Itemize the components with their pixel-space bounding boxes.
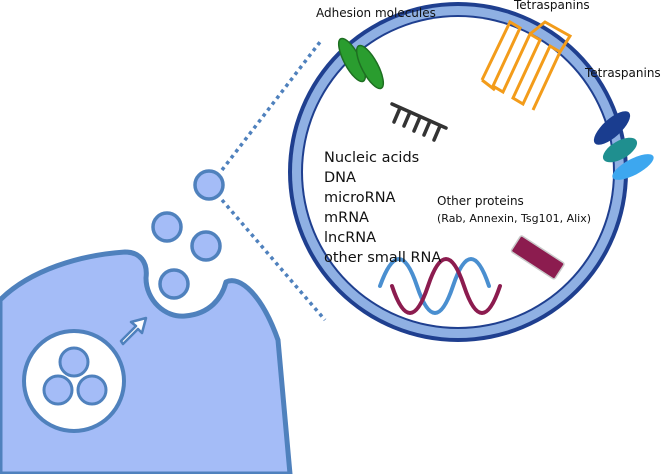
- tetraspanin-receptor-icon: [593, 111, 654, 180]
- other-proteins-title: Other proteins: [437, 194, 524, 208]
- tetraspanin-icon: [480, 19, 573, 111]
- release-arrow-icon: [119, 316, 148, 346]
- multivesicular-body: [22, 329, 126, 433]
- tetraspanins-right-label: Tetraspanins: [584, 66, 661, 80]
- intraluminal-vesicle: [42, 374, 74, 406]
- nucleic-acid-item: other small RNA: [324, 250, 441, 266]
- intraluminal-vesicle: [76, 374, 108, 406]
- tetraspanins-top-label: Tetraspanins: [513, 0, 590, 12]
- nucleic-acid-item: lncRNA: [324, 230, 376, 246]
- nucleic-acids-list: Nucleic acids DNA microRNA mRNA lncRNA o…: [324, 150, 441, 266]
- adhesion-molecules-label: Adhesion molecules: [316, 6, 436, 20]
- protein-block-icon: [510, 235, 565, 280]
- other-proteins-detail: (Rab, Annexin, Tsg101, Alix): [437, 212, 591, 225]
- nucleic-acid-item: mRNA: [324, 210, 369, 226]
- adhesion-molecule-icon: [337, 37, 385, 90]
- exosome: [193, 169, 225, 201]
- nucleic-acid-item: Nucleic acids: [324, 150, 419, 166]
- comb-molecule-icon: [390, 102, 448, 142]
- exosome: [190, 230, 222, 262]
- exosome: [151, 211, 183, 243]
- rna-strands-icon: [378, 257, 502, 315]
- intraluminal-vesicle: [58, 346, 90, 378]
- exosome: [158, 268, 190, 300]
- nucleic-acid-item: DNA: [324, 170, 356, 186]
- nucleic-acid-item: microRNA: [324, 190, 396, 206]
